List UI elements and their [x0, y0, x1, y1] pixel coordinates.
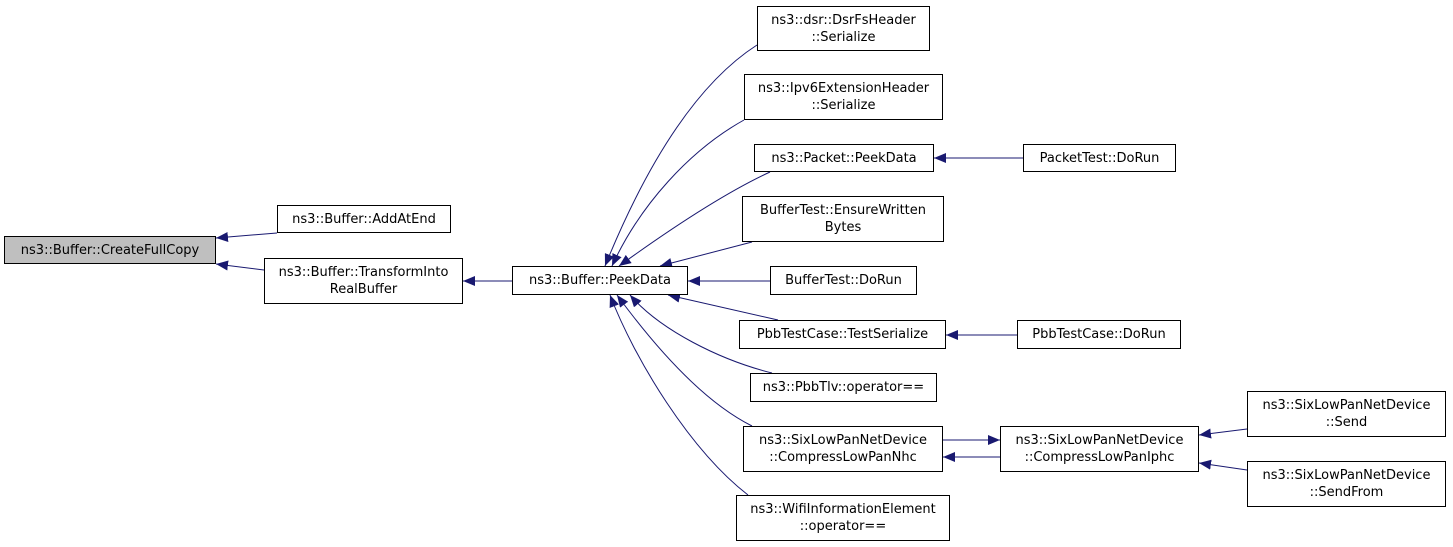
node-label-line: BufferTest::EnsureWritten: [760, 203, 926, 218]
node-label-line: ::operator==: [799, 519, 887, 534]
node-pbb-test-serialize[interactable]: PbbTestCase::TestSerialize: [739, 320, 946, 349]
edge-compress-nhc: [616, 294, 753, 427]
edge-wifi-operator: [609, 294, 749, 496]
node-label-line: PbbTestCase::DoRun: [1032, 327, 1166, 342]
edge-dsr-serialize: [604, 44, 758, 267]
node-label-line: ns3::PbbTlv::operator==: [762, 380, 925, 395]
node-ensure-written-bytes[interactable]: BufferTest::EnsureWritten Bytes: [742, 196, 944, 242]
node-label-line: ::Serialize: [811, 98, 876, 113]
node-create-full-copy: ns3::Buffer::CreateFullCopy: [4, 236, 216, 264]
node-label-line: ns3::SixLowPanNetDevice: [1262, 468, 1431, 483]
node-label-line: ns3::Packet::PeekData: [771, 150, 917, 166]
node-label-line: PbbTestCase::TestSerialize: [756, 327, 929, 342]
node-peek-data[interactable]: ns3::Buffer::PeekData: [512, 266, 688, 295]
edge-pbb-test-serialize: [667, 292, 779, 321]
node-label-line: ::Serialize: [811, 29, 876, 45]
node-six-send-from[interactable]: ns3::SixLowPanNetDevice ::SendFrom: [1247, 461, 1446, 507]
node-wifi-operator[interactable]: ns3::WifiInformationElement ::operator==: [736, 495, 950, 541]
edge-ipv6-serialize: [611, 119, 745, 267]
node-label-line: RealBuffer: [329, 282, 398, 297]
edge-transform-into-real-buffer: [215, 260, 265, 271]
edge-pbb-tlv-operator: [629, 294, 773, 374]
node-label-line: ::Send: [1325, 415, 1368, 430]
node-label-line: ns3::SixLowPanNetDevice: [1015, 433, 1184, 448]
node-pbb-tlv-operator[interactable]: ns3::PbbTlv::operator==: [750, 373, 937, 402]
node-packet-test-do-run[interactable]: PacketTest::DoRun: [1023, 144, 1176, 172]
edge-packet-peek-data: [618, 171, 771, 267]
node-pbb-test-do-run[interactable]: PbbTestCase::DoRun: [1017, 320, 1181, 349]
node-label-line: ::CompressLowPanNhc: [769, 450, 917, 465]
node-label-line: ns3::WifiInformationElement: [750, 502, 936, 517]
node-label-line: ::SendFrom: [1309, 485, 1384, 500]
node-label-line: ns3::Buffer::CreateFullCopy: [20, 242, 200, 258]
node-label-line: BufferTest::DoRun: [785, 273, 902, 288]
node-label-line: ns3::Buffer::TransformInto: [278, 265, 449, 280]
node-label-line: Bytes: [824, 220, 862, 235]
node-compress-nhc[interactable]: ns3::SixLowPanNetDevice ::CompressLowPan…: [743, 426, 943, 472]
edge-ensure-written-bytes: [659, 241, 753, 268]
node-label-line: ns3::Buffer::AddAtEnd: [292, 211, 436, 227]
edge-six-send: [1198, 428, 1248, 439]
edge-six-send-from: [1198, 459, 1248, 471]
edge-add-at-end: [215, 232, 278, 243]
node-label-line: PacketTest::DoRun: [1039, 150, 1160, 166]
node-label-line: ns3::Ipv6ExtensionHeader: [757, 81, 930, 96]
node-ipv6-serialize[interactable]: ns3::Ipv6ExtensionHeader ::Serialize: [744, 74, 943, 120]
node-transform-into-real-buffer[interactable]: ns3::Buffer::TransformInto RealBuffer: [264, 258, 463, 304]
node-six-send[interactable]: ns3::SixLowPanNetDevice ::Send: [1247, 391, 1446, 437]
node-label-line: ns3::SixLowPanNetDevice: [1262, 398, 1431, 413]
node-packet-peek-data[interactable]: ns3::Packet::PeekData: [754, 144, 934, 172]
node-dsr-serialize[interactable]: ns3::dsr::DsrFsHeader ::Serialize: [757, 6, 930, 51]
node-buffer-test-do-run[interactable]: BufferTest::DoRun: [770, 266, 917, 295]
node-compress-iphc[interactable]: ns3::SixLowPanNetDevice ::CompressLowPan…: [1000, 426, 1199, 472]
node-label-line: ::CompressLowPanIphc: [1024, 450, 1175, 465]
node-label-line: ns3::Buffer::PeekData: [529, 273, 671, 288]
node-add-at-end[interactable]: ns3::Buffer::AddAtEnd: [277, 205, 451, 233]
node-label-line: ns3::dsr::DsrFsHeader: [771, 12, 916, 28]
node-label-line: ns3::SixLowPanNetDevice: [759, 433, 927, 448]
